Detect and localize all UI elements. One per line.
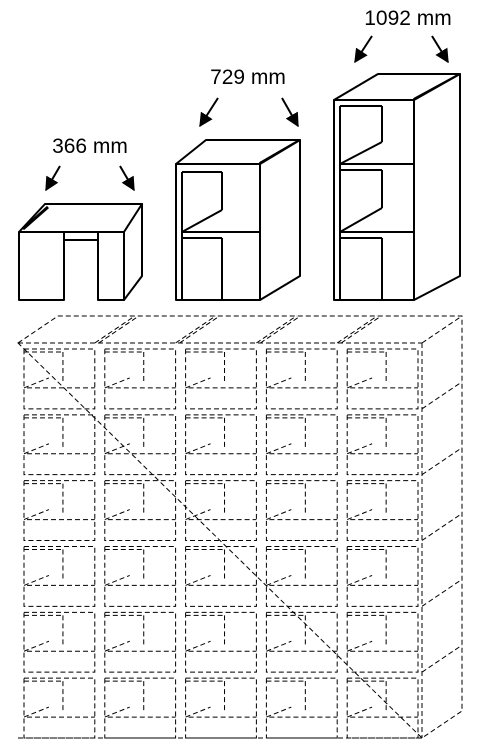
solid-modules [18, 73, 461, 301]
grid-cell-diagonal [104, 377, 130, 389]
module-large [333, 73, 461, 301]
grid-cell [346, 546, 419, 607]
arrow-small-right [119, 165, 135, 192]
grid-cell-diagonal [266, 443, 292, 455]
grid-cell-diagonal [23, 640, 50, 652]
grid-top-seam [256, 315, 297, 344]
grid-cell-diagonal [347, 574, 373, 586]
grid-cell-diagonal [104, 443, 130, 455]
grid-cell [346, 348, 419, 410]
grid-cell-diagonal [347, 509, 373, 521]
grid-cell-diagonal [347, 706, 373, 718]
grid-cell [23, 546, 96, 607]
grid-cell [104, 414, 177, 476]
grid-cell [104, 611, 177, 673]
grid-cell-diagonal [185, 574, 211, 586]
grid-cell-diagonal [104, 640, 130, 652]
grid-side-seam [421, 381, 463, 410]
grid-cell [265, 677, 338, 739]
grid-cell-diagonal [23, 706, 50, 718]
grid-top-seam [179, 315, 220, 344]
grid-cell-diagonal [347, 640, 373, 652]
grid-cell-diagonal [185, 377, 211, 389]
grid-top-seam [175, 315, 216, 344]
grid-cell-diagonal [266, 509, 292, 521]
grid-cell [104, 677, 177, 739]
grid-cell [185, 348, 257, 410]
label-medium: 729 mm [210, 66, 286, 89]
grid-cell [346, 677, 419, 739]
module-small [18, 203, 143, 301]
grid-cell [185, 611, 257, 673]
grid-cell-diagonal [185, 706, 211, 718]
grid-cell [346, 414, 419, 476]
grid-cell-diagonal [23, 574, 50, 586]
module-medium [175, 139, 301, 301]
grid-cell-diagonal [104, 574, 130, 586]
dashed-shelf-grid [17, 315, 463, 739]
grid-cell-diagonal [104, 706, 130, 718]
grid-cell-diagonal [23, 443, 50, 455]
grid-cell [265, 348, 338, 410]
arrow-large-right [431, 35, 449, 64]
grid-top-right-edge [421, 315, 463, 344]
arrow-medium-right [281, 97, 299, 128]
grid-cell [185, 480, 257, 541]
grid-cell-diagonal [104, 509, 130, 521]
grid-side-seam [421, 513, 463, 541]
grid-cell-diagonal [23, 509, 50, 521]
module-large-right-side [413, 73, 461, 301]
grid-side-seam [421, 447, 463, 476]
grid-cell [23, 480, 96, 541]
grid-cell [185, 677, 257, 739]
grid-cell-diagonal [23, 377, 50, 389]
module-medium-right-side [259, 139, 301, 301]
grid-cell-diagonal [185, 509, 211, 521]
grid-cell [104, 348, 177, 410]
module-small-left-panel [18, 231, 65, 301]
grid-cell-diagonal [266, 706, 292, 718]
grid-cell [185, 546, 257, 607]
grid-cell-diagonal [266, 640, 292, 652]
grid-cell-diagonal [266, 574, 292, 586]
grid-cell-diagonal [347, 377, 373, 389]
dimension-arrows [45, 35, 449, 192]
module-large-front-frame [333, 99, 415, 301]
grid-top-seam [94, 315, 136, 344]
grid-top-seam [340, 315, 382, 344]
grid-cell [265, 546, 338, 607]
grid-cell-diagonal [347, 443, 373, 455]
grid-cell [23, 348, 96, 410]
grid-cell-diagonal [266, 377, 292, 389]
label-large: 1092 mm [364, 7, 452, 30]
grid-side-seam [421, 644, 463, 673]
grid-cell [346, 611, 419, 673]
grid-top-seam [98, 315, 140, 344]
grid-cell [185, 414, 257, 476]
grid-cell [23, 611, 96, 673]
grid-cell [23, 677, 96, 739]
grid-top-seam [336, 315, 378, 344]
grid-cell [104, 546, 177, 607]
grid-cell [265, 611, 338, 673]
label-small: 366 mm [52, 135, 128, 158]
grid-cell-diagonal [185, 443, 211, 455]
grid-cell [265, 414, 338, 476]
grid-cell [265, 480, 338, 541]
grid-side-seam [421, 578, 463, 607]
grid-cell-diagonal [185, 640, 211, 652]
grid-outline [17, 315, 463, 739]
arrow-medium-left [199, 97, 219, 128]
module-small-right-panel [97, 231, 125, 301]
grid-cell [23, 414, 96, 476]
grid-cell [104, 480, 177, 541]
arrow-small-left [45, 165, 61, 192]
grid-top-seam [260, 315, 301, 344]
grid-cell [346, 480, 419, 541]
arrow-large-left [354, 35, 373, 64]
